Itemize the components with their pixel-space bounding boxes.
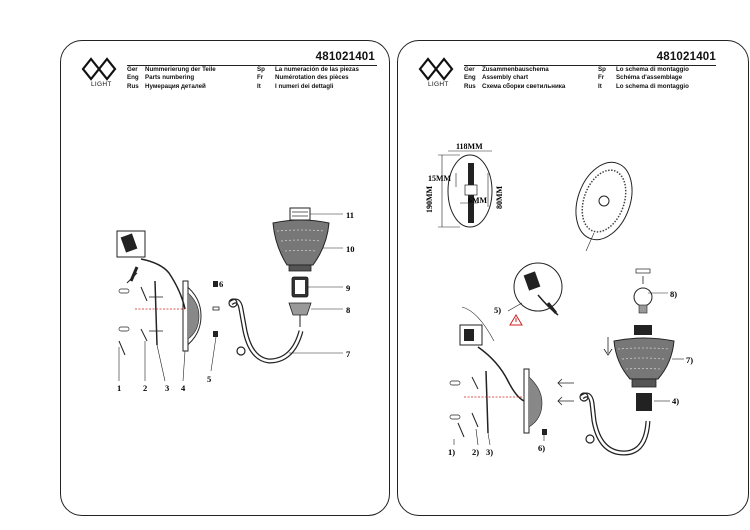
part-number-label: 5	[207, 374, 211, 384]
lang-text: Schéma d'assemblage	[616, 74, 683, 82]
step-label: 8)	[670, 289, 677, 299]
step-label: 2)	[472, 447, 479, 457]
part-7-curved-arm	[228, 298, 304, 364]
part-number-label: 1	[117, 383, 121, 393]
lang-code: Fr	[257, 74, 264, 82]
part-2-wall-screw	[140, 286, 148, 342]
header-divider	[127, 65, 377, 66]
part-4-wall-plate	[182, 280, 202, 352]
lang-text: La numeración de las piezas	[275, 66, 359, 73]
part-8-socket-holder	[288, 302, 312, 327]
dowels-and-screws	[449, 370, 489, 438]
part-6-nut	[213, 281, 218, 287]
part-11-socket-cap	[289, 207, 311, 221]
lang-code: Rus	[464, 82, 476, 90]
lang-text: Parts numbering	[145, 74, 195, 82]
language-column-1: Ger Nummerierung der Teile Eng Parts numbe…	[127, 66, 216, 91]
language-column-2: Sp Lo schema di montaggio Fr Schéma d'asse…	[598, 66, 689, 91]
lang-code: It	[598, 82, 602, 90]
part-number-label: 4	[181, 383, 186, 393]
lang-code: It	[257, 82, 261, 90]
dimension-height: 190MM	[425, 185, 434, 213]
logo-text: LIGHT	[428, 81, 449, 88]
part-5-nut	[213, 331, 218, 337]
part-10-glass-shade	[272, 219, 330, 272]
rosette-detail	[575, 161, 633, 252]
lang-code: Fr	[598, 74, 605, 82]
lang-text: Схема сборки светильника	[482, 82, 566, 90]
brand-logo-icon	[418, 57, 454, 81]
lang-text: Zusammenbauschema	[482, 66, 549, 73]
lang-code: Sp	[598, 66, 606, 73]
junction-detail	[459, 324, 525, 402]
model-code: 481021401	[315, 51, 375, 63]
model-code: 481021401	[656, 51, 716, 63]
lang-text: Lo schema di montaggio	[616, 82, 689, 90]
language-column-2: Sp La numeración de las piezas Fr Numérota…	[257, 66, 359, 91]
wall-plate-assembled	[523, 368, 547, 435]
lang-code: Eng	[464, 74, 476, 82]
warning-icon	[509, 314, 523, 326]
language-column-1: Ger Zusammenbauschema Eng Assembly chart R…	[464, 66, 565, 91]
lang-code: Rus	[127, 82, 139, 90]
wiring-detail	[116, 230, 186, 310]
part-number-label: 9	[346, 283, 350, 293]
part-1-wall-dowel	[118, 288, 130, 332]
part-number-label: 8	[346, 305, 350, 315]
step-label: 1)	[448, 447, 455, 457]
step-label: 6)	[538, 443, 545, 453]
assembly-drawing: 118MM 190MM 15MM 80MM 6MM	[425, 142, 693, 457]
header-divider	[464, 65, 716, 66]
brand-logo-icon	[81, 57, 117, 81]
arrow-icon	[557, 378, 574, 406]
part-number-label: 7	[346, 349, 351, 359]
glass-shade	[603, 325, 675, 388]
dimension-hole-diameter: 6MM	[468, 196, 488, 205]
step-label: 5)	[494, 305, 501, 315]
socket	[636, 393, 652, 411]
dimension-hole-spacing: 80MM	[495, 185, 504, 209]
part-number-label: 2	[143, 383, 147, 393]
exploded-parts-drawing: 1 2 3 4 5 6 7 8 9 10 11	[116, 207, 355, 393]
lang-text: Lo schema di montaggio	[616, 66, 689, 73]
part-3-mounting-bar	[149, 280, 163, 346]
wiring-detail	[461, 262, 563, 342]
step-label: 4)	[672, 396, 679, 406]
lang-code: Ger	[464, 66, 475, 73]
lang-text: Nummerierung der Teile	[145, 66, 216, 73]
lang-text: Numérotation des pièces	[275, 74, 349, 82]
part-9-lamp-socket	[291, 276, 309, 298]
part-number-label: 11	[346, 210, 354, 220]
step-label: 3)	[486, 447, 493, 457]
lang-code: Sp	[257, 66, 265, 73]
part-6-washer	[212, 306, 220, 311]
lang-text: Assembly chart	[482, 74, 529, 82]
dimension-width: 118MM	[456, 142, 483, 151]
bulb-icon	[633, 268, 653, 314]
lang-code: Eng	[127, 74, 139, 82]
part-1-screw	[118, 340, 126, 356]
lang-text: Нумерация деталей	[145, 82, 206, 90]
dimension-hole-offset: 15MM	[428, 174, 452, 183]
parts-numbering-sheet: LIGHT 481021401 Ger Nummerierung der Teil…	[60, 40, 390, 516]
wall-plate-dimensions	[438, 150, 493, 228]
part-number-label: 6	[219, 279, 223, 289]
assembly-chart-sheet: LIGHT 481021401 Ger Zusammenbauschema Eng…	[397, 40, 749, 516]
part-number-label: 10	[346, 244, 355, 254]
logo-text: LIGHT	[91, 81, 112, 88]
lang-text: I numeri dei dettagli	[275, 82, 334, 90]
lang-code: Ger	[127, 66, 138, 73]
part-number-label: 3	[165, 383, 169, 393]
step-label: 7)	[686, 355, 693, 365]
assembled-arm	[579, 392, 651, 456]
